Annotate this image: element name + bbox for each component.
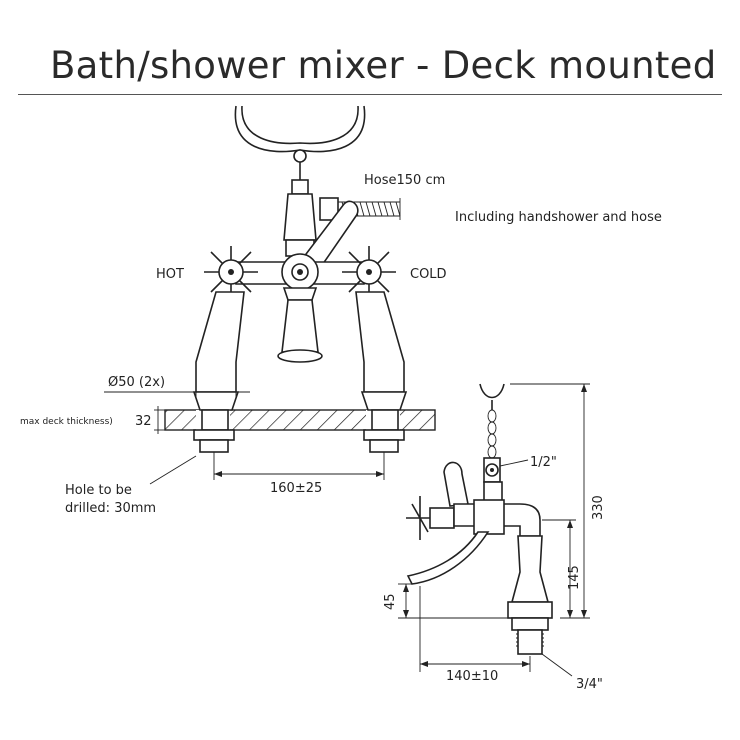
height-330-label: 330 [591,495,606,520]
left-leg [195,291,245,393]
reach-label: 140±10 [446,669,498,684]
side-lever [443,461,469,507]
right-leg [355,291,405,393]
including-label: Including handshower and hose [455,210,662,225]
three-quarter-label: 3/4" [576,677,603,692]
hole-label-line1: Hole to be [65,483,132,498]
page-title: Bath/shower mixer - Deck mounted [50,44,717,87]
front-view: Ø50 (2x) max deck thickness) 32 160±25 H… [20,105,662,516]
hot-handle [204,246,258,298]
diameter-label: Ø50 (2x) [108,375,165,390]
hose-connector [319,197,339,221]
spacing-label: 160±25 [270,481,322,496]
half-inch-label: 1/2" [530,455,557,470]
hot-label: HOT [156,267,184,282]
hose-chain [487,409,497,459]
side-cross-handle [406,496,455,540]
cold-handle [342,246,396,298]
deck-thickness-value: 32 [135,414,152,429]
hose-label: Hose150 cm [364,173,445,188]
diverter-lever [298,200,359,276]
side-view: 1/2" 330 [383,383,606,692]
title-divider [18,94,722,95]
hole-label-line2: drilled: 30mm [65,501,156,516]
side-leg [510,535,550,603]
height-145-label: 145 [567,565,582,590]
front-spout [281,299,319,353]
handset-hook [479,383,505,399]
height-45-label: 45 [383,593,398,610]
max-deck-label: max deck thickness) [20,417,113,427]
handset-cradle [234,105,366,153]
cold-label: COLD [410,267,447,282]
